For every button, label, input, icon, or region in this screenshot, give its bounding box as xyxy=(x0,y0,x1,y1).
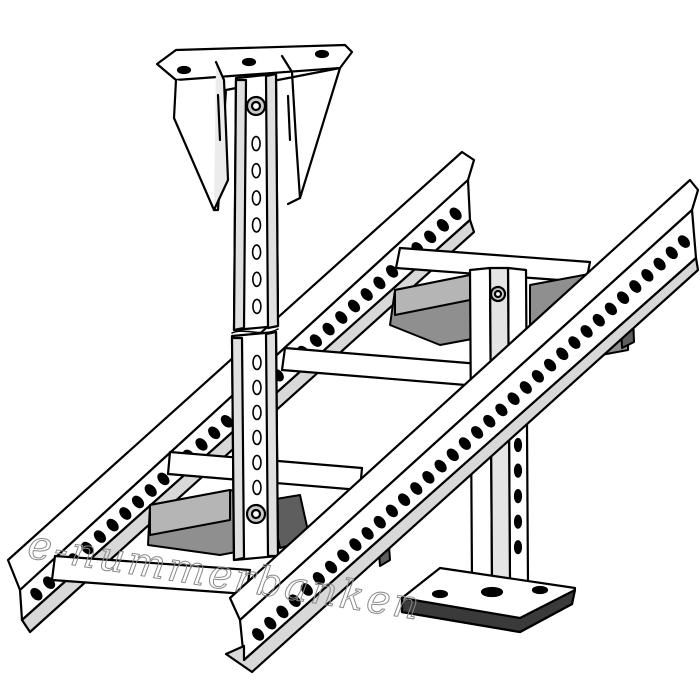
perforation-hole xyxy=(519,381,532,394)
strut-channel xyxy=(230,72,280,562)
perforation-hole xyxy=(556,347,569,361)
perforation-hole xyxy=(629,280,642,293)
perforation-hole xyxy=(119,507,132,520)
perforation-hole xyxy=(617,291,630,305)
perforation-hole xyxy=(264,616,277,630)
perforation-hole xyxy=(325,560,338,574)
perforation-hole xyxy=(544,358,557,372)
perforation-hole xyxy=(252,354,262,371)
perforation-hole xyxy=(300,583,313,596)
perforation-hole xyxy=(276,605,289,619)
perforation-hole xyxy=(195,438,208,451)
perforation-hole xyxy=(322,322,335,336)
perforation-hole xyxy=(251,244,262,260)
perforation-hole xyxy=(252,379,262,396)
perforation-hole xyxy=(252,454,262,471)
perforation-hole xyxy=(604,302,617,316)
perforation-hole xyxy=(30,587,43,601)
strut-perforations xyxy=(251,135,262,496)
rung-2 xyxy=(280,346,482,388)
perforation-hole xyxy=(252,628,265,641)
perforation-hole xyxy=(677,235,690,248)
perforation-hole xyxy=(335,311,348,324)
perforation-hole xyxy=(251,271,262,288)
front-rail-perforations xyxy=(252,235,690,641)
perforation-hole xyxy=(93,530,106,543)
perforation-hole xyxy=(81,541,94,555)
perforation-hole xyxy=(665,246,678,260)
perforation-hole xyxy=(410,482,423,495)
perforation-hole xyxy=(386,265,399,278)
perforation-hole xyxy=(507,392,520,406)
perforation-hole xyxy=(436,218,449,232)
perforation-hole xyxy=(252,298,262,315)
perforation-hole xyxy=(641,268,654,282)
perforation-hole xyxy=(531,369,544,383)
perforation-hole xyxy=(312,571,325,585)
perforation-hole xyxy=(446,448,459,462)
perforation-hole xyxy=(513,489,523,504)
perforation-hole xyxy=(252,404,262,421)
perforation-hole xyxy=(513,540,523,555)
perforation-hole xyxy=(373,276,386,290)
perforation-hole xyxy=(252,479,262,496)
perforation-hole xyxy=(220,414,233,428)
perforation-hole xyxy=(398,493,411,507)
perforation-hole xyxy=(568,336,581,349)
perforation-hole xyxy=(349,538,362,551)
perforation-hole xyxy=(471,426,484,439)
perforation-hole xyxy=(337,549,350,563)
perforation-hole xyxy=(483,414,496,428)
perforation-hole xyxy=(131,495,145,509)
perforation-hole xyxy=(347,299,361,313)
ladder-front-rail xyxy=(224,178,700,674)
perforation-hole xyxy=(434,459,447,473)
perforation-hole xyxy=(513,437,523,453)
perforation-hole xyxy=(449,207,462,221)
perforation-hole xyxy=(373,515,386,529)
perforation-hole xyxy=(424,230,437,244)
strut-break xyxy=(231,328,279,334)
perforation-hole xyxy=(252,429,262,446)
perforation-hole xyxy=(422,470,435,484)
perforation-hole xyxy=(385,504,398,518)
perforation-hole xyxy=(361,527,374,540)
ladder-rungs xyxy=(50,246,592,596)
perforation-hole xyxy=(513,463,523,478)
perforation-hole xyxy=(251,217,262,233)
perforation-hole xyxy=(495,403,508,417)
perforation-hole xyxy=(309,334,322,347)
perforation-hole xyxy=(144,484,157,497)
perforation-hole xyxy=(458,437,471,450)
perforation-hole xyxy=(653,257,666,271)
perforation-hole xyxy=(513,514,523,529)
perforation-hole xyxy=(157,472,170,486)
perforation-hole xyxy=(580,325,593,338)
perforation-hole xyxy=(592,313,605,327)
perforation-hole xyxy=(251,162,262,179)
perforation-hole xyxy=(288,594,301,608)
perforation-hole xyxy=(251,190,262,206)
rung-4 xyxy=(50,554,252,596)
perforation-hole xyxy=(106,518,119,532)
perforation-hole xyxy=(360,288,373,301)
perforation-hole xyxy=(251,135,261,152)
perforation-hole xyxy=(208,426,221,440)
